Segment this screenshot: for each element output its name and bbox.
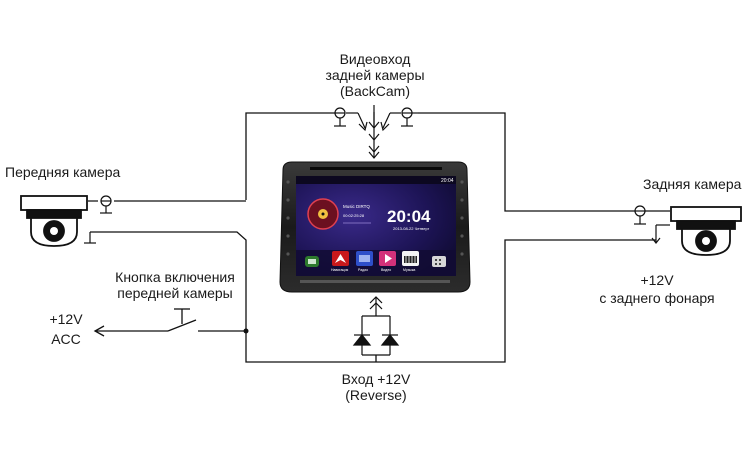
acc-arrow-icon	[93, 325, 105, 337]
rear-power-label-line2: с заднего фонаря	[599, 290, 714, 306]
backcam-label-line2: задней камеры	[325, 67, 424, 83]
switch-icon	[167, 308, 197, 332]
front-camera-ground-icon	[84, 232, 96, 244]
backcam-label-line3: (BackCam)	[340, 83, 410, 99]
left-buttons	[286, 180, 290, 256]
diode-right-icon	[380, 334, 400, 346]
button-label-line2: передней камеры	[117, 285, 233, 301]
right-buttons	[460, 180, 464, 256]
reverse-label-line2: (Reverse)	[345, 387, 406, 403]
rear-camera-icon	[670, 206, 742, 256]
rca-left-icon	[334, 107, 358, 127]
clock: 20:04	[387, 207, 431, 226]
music-title: Music DIRTQ	[343, 204, 370, 209]
front-camera-icon	[20, 195, 88, 247]
app-radio[interactable]: Радио	[356, 251, 373, 272]
app-navigation[interactable]: Навигация	[331, 251, 349, 272]
music-widget: Music DIRTQ 00:02:25:28	[307, 198, 371, 230]
bottom-bezel	[300, 280, 450, 283]
backcam-connector	[334, 105, 418, 159]
head-unit: 20:04 Music DIRTQ 00:02:25:28 20:04 2013…	[279, 161, 471, 293]
front-camera-power-wire	[90, 231, 376, 363]
rear-camera-label: Задняя камера	[643, 176, 742, 192]
diode-left-icon	[352, 334, 372, 346]
app-video-label: Видео	[381, 268, 391, 272]
rear-camera-power-arrow-icon	[651, 224, 670, 244]
rear-camera-power-wire	[376, 239, 656, 363]
dock-bar	[296, 250, 456, 276]
app-music[interactable]: Музыка	[402, 251, 419, 272]
acc-label-line1: +12V	[49, 311, 83, 327]
status-bar-time: 20:04	[441, 178, 454, 184]
front-camera-rca-icon	[100, 195, 112, 214]
reverse-label-line1: Вход +12V	[342, 371, 411, 387]
app-music-label: Музыка	[403, 268, 415, 272]
disc-slot	[310, 167, 442, 170]
app-video[interactable]: Видео	[379, 251, 396, 272]
reverse-diodes	[352, 296, 400, 356]
acc-label-line2: ACC	[51, 331, 81, 347]
dock-left-icon	[305, 256, 319, 267]
button-label-line1: Кнопка включения	[115, 269, 235, 285]
backcam-wire-right	[418, 112, 640, 212]
clock-date: 2013-08-22 Четверг	[393, 226, 430, 231]
junction-dot	[243, 328, 249, 334]
rear-power-label-line1: +12V	[640, 272, 674, 288]
app-navigation-label: Навигация	[331, 268, 348, 272]
rca-right-icon	[390, 107, 418, 127]
app-radio-label: Радио	[358, 268, 368, 272]
backcam-wire-left	[245, 112, 340, 200]
dock-right-icon	[432, 256, 446, 267]
labels: Видеовход задней камеры (BackCam) Передн…	[5, 51, 742, 403]
backcam-label-line1: Видеовход	[340, 51, 411, 67]
front-camera-label: Передняя камера	[5, 164, 120, 180]
status-bar	[296, 176, 456, 184]
rear-camera-rca-icon	[634, 205, 670, 225]
music-time: 00:02:25:28	[343, 213, 365, 218]
wires	[88, 112, 656, 363]
